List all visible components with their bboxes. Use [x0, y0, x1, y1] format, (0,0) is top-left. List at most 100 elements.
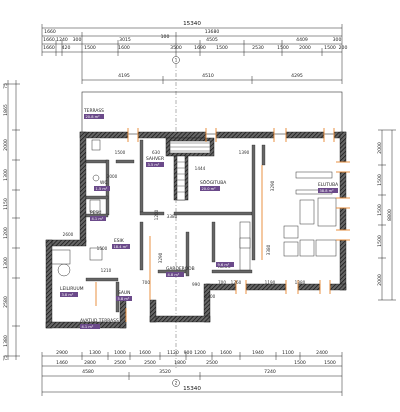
svg-text:1500: 1500 [97, 246, 108, 251]
svg-text:1940: 1940 [252, 350, 264, 356]
bottom-dimension-labels: 2900 1300 1000 1600 1120 900 1200 1600 1… [56, 350, 336, 392]
top-row3-dim: 1690 [194, 45, 206, 51]
svg-text:1390: 1390 [239, 150, 250, 155]
svg-text:ESIK: ESIK [114, 238, 124, 244]
top-row1-dim: 1660 [44, 29, 56, 35]
top-row2-dim: 1240 [56, 37, 68, 43]
svg-text:9.6 m²: 9.6 m² [218, 263, 230, 267]
svg-text:1380: 1380 [295, 280, 306, 285]
svg-text:GARDEROOB: GARDEROOB [166, 266, 195, 272]
top-inner-dim: 4295 [291, 73, 303, 79]
living-room-furniture [283, 171, 337, 257]
left-dimensions [4, 80, 20, 360]
svg-text:2600: 2600 [63, 232, 74, 237]
svg-text:TERRASS: TERRASS [83, 108, 104, 114]
svg-text:1200: 1200 [154, 209, 159, 220]
svg-text:3380: 3380 [167, 214, 178, 219]
top-dimensions [41, 24, 343, 84]
room-label-terrass: TERRASS 20.8 m² [83, 108, 104, 119]
top-row3-dim: 1500 [216, 45, 228, 51]
svg-text:2500: 2500 [144, 360, 156, 366]
svg-text:20.0 m²: 20.0 m² [202, 187, 217, 191]
svg-text:2000: 2000 [3, 139, 9, 151]
svg-text:WC: WC [100, 180, 107, 186]
svg-text:1600: 1600 [220, 350, 232, 356]
svg-text:2500: 2500 [114, 360, 126, 366]
svg-text:PESU: PESU [90, 210, 101, 216]
svg-text:1500: 1500 [377, 204, 383, 216]
svg-text:900: 900 [184, 350, 193, 356]
svg-text:1100: 1100 [282, 350, 294, 356]
top-row3-dim: 1500 [84, 45, 96, 51]
svg-text:1800: 1800 [174, 360, 186, 366]
svg-text:4.8 m²: 4.8 m² [168, 273, 180, 277]
top-row2-dim: 300 [333, 37, 342, 43]
top-row3-dim: 2530 [252, 45, 264, 51]
room-label-garderoob: GARDEROOB 4.8 m² [166, 266, 195, 277]
svg-text:4.1 m²: 4.1 m² [92, 217, 104, 221]
svg-text:1300: 1300 [3, 169, 9, 181]
top-inner-dim: 4195 [118, 73, 130, 79]
room-label-soogituba: SÖÖGITUBA 20.0 m² [200, 179, 226, 191]
room-label-avatud-terrass: AVATUD TERRASS 4.1 m² [80, 318, 119, 329]
svg-text:2900: 2900 [56, 350, 68, 356]
axis-marker: 2 [172, 379, 180, 387]
svg-text:1260: 1260 [231, 280, 242, 285]
top-inner-dim: 4510 [202, 73, 214, 79]
svg-text:2400: 2400 [316, 350, 328, 356]
staircase [165, 137, 215, 201]
svg-text:990: 990 [192, 282, 200, 287]
svg-text:1460: 1460 [56, 360, 68, 366]
room-label-esik: ESIK 18.4 m² [112, 238, 130, 249]
svg-text:5.8 m²: 5.8 m² [118, 297, 130, 301]
bottom-dimensions [41, 352, 343, 396]
svg-text:75: 75 [3, 83, 9, 89]
room-label-saun: SAUN 5.8 m² [116, 290, 132, 301]
right-dimension-labels: 2000 1500 1500 1500 2000 8800 [377, 142, 393, 286]
svg-text:1300: 1300 [89, 350, 101, 356]
svg-text:3380: 3380 [266, 244, 271, 255]
svg-text:1500: 1500 [377, 235, 383, 247]
svg-text:20.8 m²: 20.8 m² [86, 115, 101, 119]
right-dimensions [378, 129, 396, 301]
svg-text:4580: 4580 [82, 369, 94, 375]
top-row3-dim: 1500 [277, 45, 289, 51]
svg-text:38.8 m²: 38.8 m² [320, 189, 335, 193]
svg-text:2800: 2800 [205, 294, 216, 299]
svg-text:700: 700 [142, 280, 150, 285]
svg-text:1444: 1444 [195, 166, 206, 171]
top-row2-dim: 300 [73, 37, 82, 43]
left-dimension-labels: 75 1865 2000 1300 1150 1200 1300 2580 13… [3, 83, 9, 361]
svg-text:2000: 2000 [377, 274, 383, 286]
top-row2-dim: 4505 [206, 37, 218, 43]
svg-text:3.5 m²: 3.5 m² [148, 163, 160, 167]
svg-text:LEILIRUUM: LEILIRUUM [60, 286, 84, 292]
room-label-kook: KÖÖK 9.6 m² [216, 262, 234, 270]
svg-text:3520: 3520 [159, 369, 171, 375]
svg-text:15340: 15340 [183, 386, 201, 392]
openings [95, 128, 350, 322]
top-row3-dim: 3500 [170, 45, 182, 51]
room-label-leiliruum: LEILIRUUM 3.8 m² [60, 286, 84, 297]
top-overall-dimension: 15340 [183, 21, 201, 27]
top-row2-dim: 1660 [43, 37, 55, 43]
top-row3-dim: 1500 [324, 45, 336, 51]
svg-text:1000: 1000 [114, 350, 126, 356]
svg-text:3290: 3290 [158, 252, 163, 263]
svg-text:1200: 1200 [3, 227, 9, 239]
svg-text:3.8 m²: 3.8 m² [62, 293, 74, 297]
svg-text:2000: 2000 [377, 142, 383, 154]
svg-text:SAHVER: SAHVER [146, 156, 164, 162]
top-row3-dim: 1600 [118, 45, 130, 51]
sauna-fixtures [51, 139, 103, 277]
svg-text:1500: 1500 [377, 174, 383, 186]
top-row3-dim: 2000 [299, 45, 311, 51]
svg-text:700: 700 [218, 280, 226, 285]
svg-text:1300: 1300 [3, 257, 9, 269]
svg-text:4.1 m²: 4.1 m² [82, 325, 94, 329]
room-label-pesu: PESU 4.1 m² [90, 210, 106, 221]
svg-text:1190: 1190 [265, 280, 276, 285]
svg-text:1865: 1865 [3, 104, 9, 116]
svg-text:18.4 m²: 18.4 m² [114, 245, 129, 249]
